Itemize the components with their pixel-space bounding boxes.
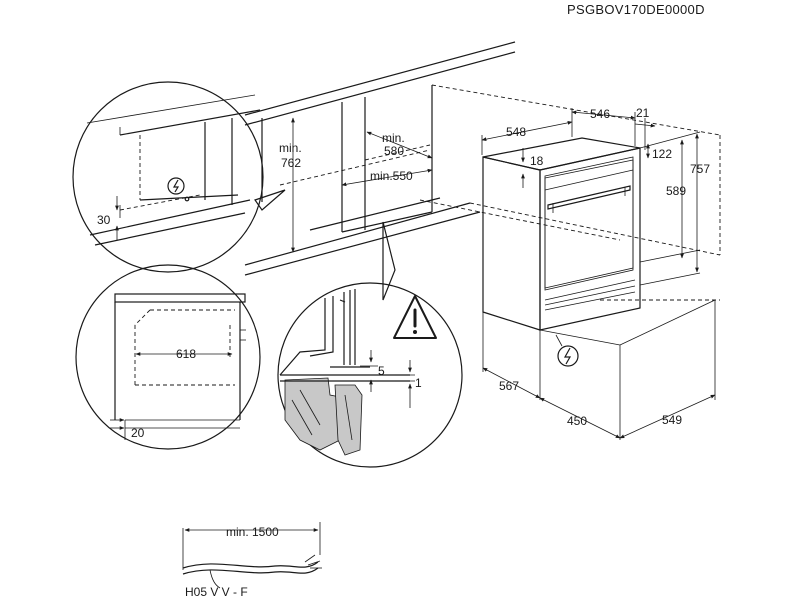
detail-circle-side: [75, 264, 261, 450]
dim-546: 546: [590, 107, 610, 121]
electric-connection-icon-detail: [167, 177, 185, 195]
dim-18: 18: [530, 154, 544, 168]
dim-min550: min.550: [370, 169, 413, 183]
dim-min762-a: min.: [279, 141, 302, 155]
document-code: PSGBOV170DE0000D: [567, 2, 705, 17]
detail-circle-mount: [277, 282, 463, 468]
cable-type: H05 V V - F: [185, 585, 248, 599]
dim-21: 21: [636, 106, 650, 120]
dim-757: 757: [690, 162, 710, 176]
dim-min1500: min. 1500: [226, 525, 279, 539]
dim-20: 20: [131, 426, 145, 440]
dim-min580-a: min.: [382, 131, 405, 145]
warning-triangle-icon: [393, 295, 437, 339]
dim-618: 618: [176, 347, 196, 361]
dim-1: 1: [415, 376, 422, 390]
dim-567: 567: [499, 379, 519, 393]
detail-circle-top: [72, 81, 264, 273]
dim-589: 589: [666, 184, 686, 198]
dim-450: 450: [567, 414, 587, 428]
dim-5: 5: [378, 364, 385, 378]
dim-122: 122: [652, 147, 672, 161]
dim-min580-b: 580: [384, 144, 404, 158]
dim-549: 549: [662, 413, 682, 427]
dim-min762-b: 762: [281, 156, 301, 170]
installation-niche: [482, 299, 716, 440]
power-cable: [182, 522, 322, 589]
oven: [482, 137, 641, 331]
electric-connection-icon: [557, 345, 579, 367]
dim-30: 30: [97, 213, 111, 227]
dim-548: 548: [506, 125, 526, 139]
